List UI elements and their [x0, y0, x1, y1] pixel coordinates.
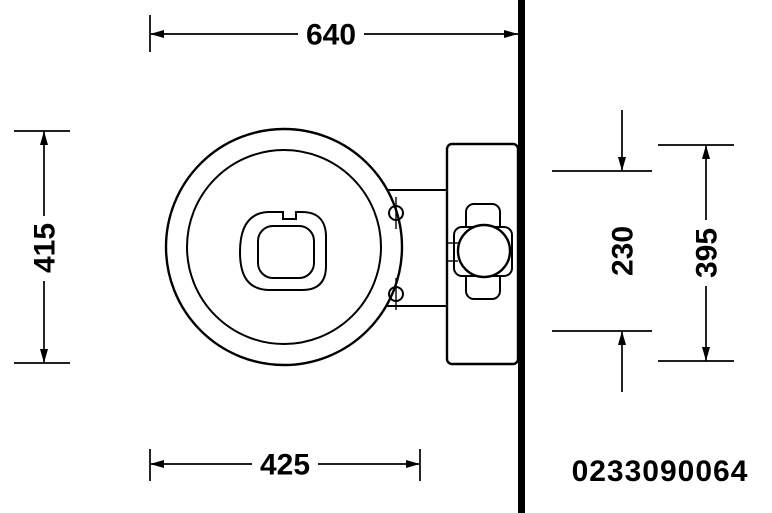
mounting-hole-top [388, 197, 404, 229]
bowl-sump-outline [257, 225, 315, 279]
arrow-down-icon [702, 347, 710, 361]
bowl-outer-rim [164, 127, 404, 367]
bowl-water-area [238, 211, 327, 291]
toilet-bowl [164, 127, 404, 367]
dimension-bowl-depth: 425 [149, 449, 421, 482]
bowl-tank-connector [383, 189, 447, 307]
bowl-depth-label: 425 [260, 449, 310, 482]
flush-valve-circle [456, 223, 512, 279]
arrow-right-icon [504, 30, 518, 38]
overall-depth-label: 640 [306, 19, 356, 52]
arrow-down-icon [40, 349, 48, 363]
dimension-overall-depth: 640 [149, 15, 518, 52]
arrow-up-icon [702, 145, 710, 159]
arrow-up-icon [40, 131, 48, 145]
mounting-hole-bottom [388, 278, 404, 310]
bowl-width-label: 415 [29, 223, 62, 273]
product-code-label: 0233090064 [572, 455, 749, 488]
tank-outer-height-label: 395 [691, 228, 724, 278]
dimension-tank-inner-height: 230 [552, 110, 652, 392]
arrow-left-icon [150, 30, 164, 38]
dimension-tank-outer-height: 395 [658, 144, 734, 362]
arrow-up-icon [618, 331, 626, 345]
bowl-seat-ring [186, 149, 382, 345]
dimension-bowl-width: 415 [14, 130, 70, 364]
tank-inner-height-label: 230 [607, 226, 640, 276]
arrow-right-icon [406, 460, 420, 468]
flush-valve-mechanism [447, 203, 513, 300]
arrow-down-icon [618, 157, 626, 171]
arrow-left-icon [150, 460, 164, 468]
